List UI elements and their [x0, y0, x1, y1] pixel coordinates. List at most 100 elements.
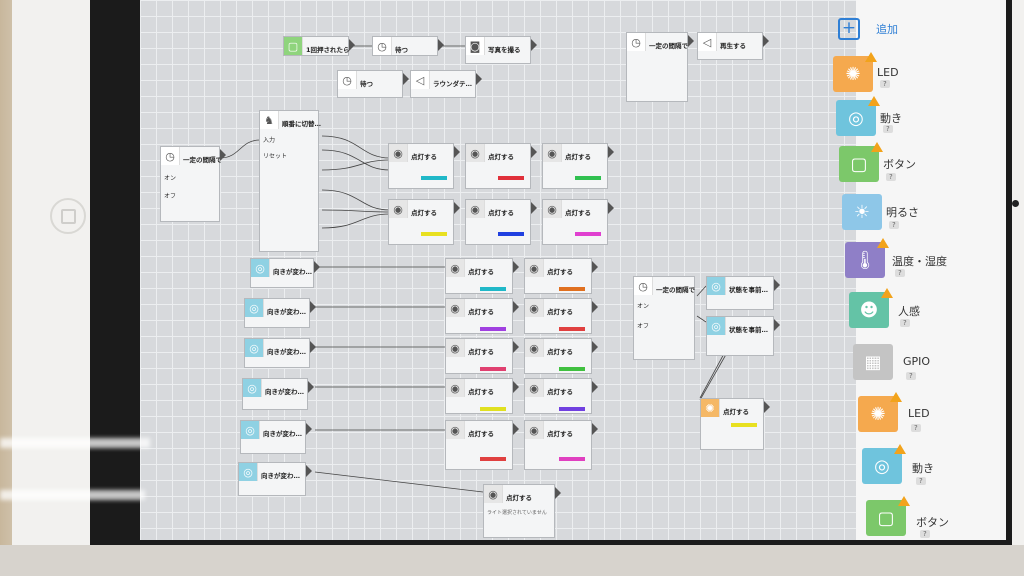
timer-node-right[interactable]: ◷ 一定の間隔で オン オフ	[633, 276, 695, 360]
output-port[interactable]	[531, 39, 537, 51]
output-port[interactable]	[310, 301, 316, 313]
output-port[interactable]	[513, 381, 519, 393]
clock-icon: ◷	[161, 147, 180, 165]
hue-node[interactable]: ◉点灯する	[445, 298, 519, 334]
motion-node[interactable]: ◎向きが変わ…	[244, 298, 316, 328]
output-port[interactable]	[310, 341, 316, 353]
state-node[interactable]: ◎状態を事前…	[706, 276, 780, 310]
output-port[interactable]	[592, 301, 598, 313]
palette-item-led-2[interactable]: ✺	[858, 392, 902, 432]
hue-node[interactable]: ◉点灯する	[445, 420, 519, 470]
counter-node[interactable]: ♞ 順番に切替… 入力 リセット	[259, 110, 321, 252]
camera-node[interactable]: ◙ 写真を撮る	[465, 36, 537, 64]
sound-node-2[interactable]: ◁ 再生する	[697, 32, 769, 60]
palette-item-temperature[interactable]: 🌡	[845, 238, 889, 278]
palette-item-led[interactable]: ✺	[833, 52, 877, 92]
hue-node[interactable]: ◉点灯する	[524, 420, 598, 470]
help-badge[interactable]: ?	[920, 530, 930, 538]
output-port[interactable]	[608, 202, 614, 214]
timer-node-top[interactable]: ◷ 一定の間隔で	[626, 32, 694, 102]
output-port[interactable]	[555, 487, 561, 499]
output-port[interactable]	[763, 35, 769, 47]
add-button[interactable]: + 追加	[838, 18, 898, 40]
hue-node[interactable]: ◉点灯する	[445, 338, 519, 374]
color-swatch	[480, 287, 506, 291]
output-port[interactable]	[513, 261, 519, 273]
help-badge[interactable]: ?	[895, 269, 905, 277]
help-badge[interactable]: ?	[883, 125, 893, 133]
hue-node[interactable]: ◉点灯する	[388, 199, 460, 245]
hue-node[interactable]: ◉点灯する	[524, 258, 598, 294]
hue-node[interactable]: ◉点灯する	[465, 199, 537, 245]
hue-node[interactable]: ◉点灯するライト選択されていません	[483, 484, 561, 538]
hue-node[interactable]: ◉点灯する	[388, 143, 460, 189]
output-port[interactable]	[592, 341, 598, 353]
led-node[interactable]: ✺点灯する	[700, 398, 770, 450]
palette-item-gpio[interactable]: ▦	[853, 344, 893, 380]
help-badge[interactable]: ?	[889, 221, 899, 229]
output-port[interactable]	[454, 202, 460, 214]
motion-node[interactable]: ◎向きが変わ…	[244, 338, 316, 368]
output-port[interactable]	[688, 35, 694, 47]
sound-node[interactable]: ◁ ラウンダテ…	[410, 70, 482, 98]
output-port[interactable]	[531, 146, 537, 158]
output-port[interactable]	[513, 341, 519, 353]
output-port[interactable]	[592, 261, 598, 273]
help-badge[interactable]: ?	[906, 372, 916, 380]
output-port[interactable]	[306, 465, 312, 477]
output-port[interactable]	[438, 39, 444, 51]
node-label: 点灯する	[565, 209, 591, 217]
hue-node[interactable]: ◉点灯する	[445, 378, 519, 414]
output-port[interactable]	[349, 39, 355, 51]
help-badge[interactable]: ?	[900, 319, 910, 327]
output-port[interactable]	[513, 423, 519, 435]
warning-icon	[877, 238, 889, 248]
timer-node-left[interactable]: ◷ 一定の間隔で オン オフ	[160, 146, 226, 222]
motion-node[interactable]: ◎向きが変わ…	[242, 378, 314, 410]
button-node[interactable]: ▢ 1回押されたら	[283, 36, 355, 56]
motion-node[interactable]: ◎向きが変わ…	[250, 258, 320, 288]
palette-item-human-sensor[interactable]: ☻	[849, 288, 893, 328]
hue-node[interactable]: ◉点灯する	[524, 298, 598, 334]
output-port[interactable]	[774, 279, 780, 291]
palette-label: ボタン	[916, 516, 949, 529]
hue-node[interactable]: ◉点灯する	[445, 258, 519, 294]
output-port[interactable]	[513, 301, 519, 313]
hue-node[interactable]: ◉点灯する	[524, 338, 598, 374]
palette-label: LED	[877, 66, 899, 79]
output-port[interactable]	[308, 381, 314, 393]
output-port[interactable]	[476, 73, 482, 85]
motion-node[interactable]: ◎向きが変わ…	[238, 462, 312, 496]
hue-node[interactable]: ◉点灯する	[542, 199, 614, 245]
output-port[interactable]	[314, 261, 320, 273]
help-badge[interactable]: ?	[916, 477, 926, 485]
palette-item-motion[interactable]: ◎	[836, 96, 880, 136]
output-port[interactable]	[608, 146, 614, 158]
home-button[interactable]	[50, 198, 86, 234]
wait-node[interactable]: ◷ 待つ	[372, 36, 444, 56]
help-badge[interactable]: ?	[886, 173, 896, 181]
led-icon: ✺	[845, 63, 861, 85]
palette-item-button-2[interactable]: ▢	[866, 496, 910, 536]
help-badge[interactable]: ?	[911, 424, 921, 432]
output-port[interactable]	[306, 423, 312, 435]
output-port[interactable]	[531, 202, 537, 214]
palette-item-brightness[interactable]: ☀	[842, 194, 882, 230]
motion-icon: ◎	[874, 455, 890, 477]
output-port[interactable]	[774, 319, 780, 331]
hue-node[interactable]: ◉点灯する	[465, 143, 537, 189]
output-port[interactable]	[592, 423, 598, 435]
output-port[interactable]	[403, 73, 409, 85]
palette-item-motion-2[interactable]: ◎	[862, 444, 906, 484]
output-port[interactable]	[220, 149, 226, 161]
output-port[interactable]	[764, 401, 770, 413]
hue-node[interactable]: ◉点灯する	[524, 378, 598, 414]
output-port[interactable]	[454, 146, 460, 158]
wait-node-2[interactable]: ◷ 待つ	[337, 70, 409, 98]
hue-node[interactable]: ◉点灯する	[542, 143, 614, 189]
motion-node[interactable]: ◎向きが変わ…	[240, 420, 312, 454]
state-node[interactable]: ◎状態を事前…	[706, 316, 780, 356]
help-badge[interactable]: ?	[880, 80, 890, 88]
palette-item-button[interactable]: ▢	[839, 142, 883, 182]
output-port[interactable]	[592, 381, 598, 393]
